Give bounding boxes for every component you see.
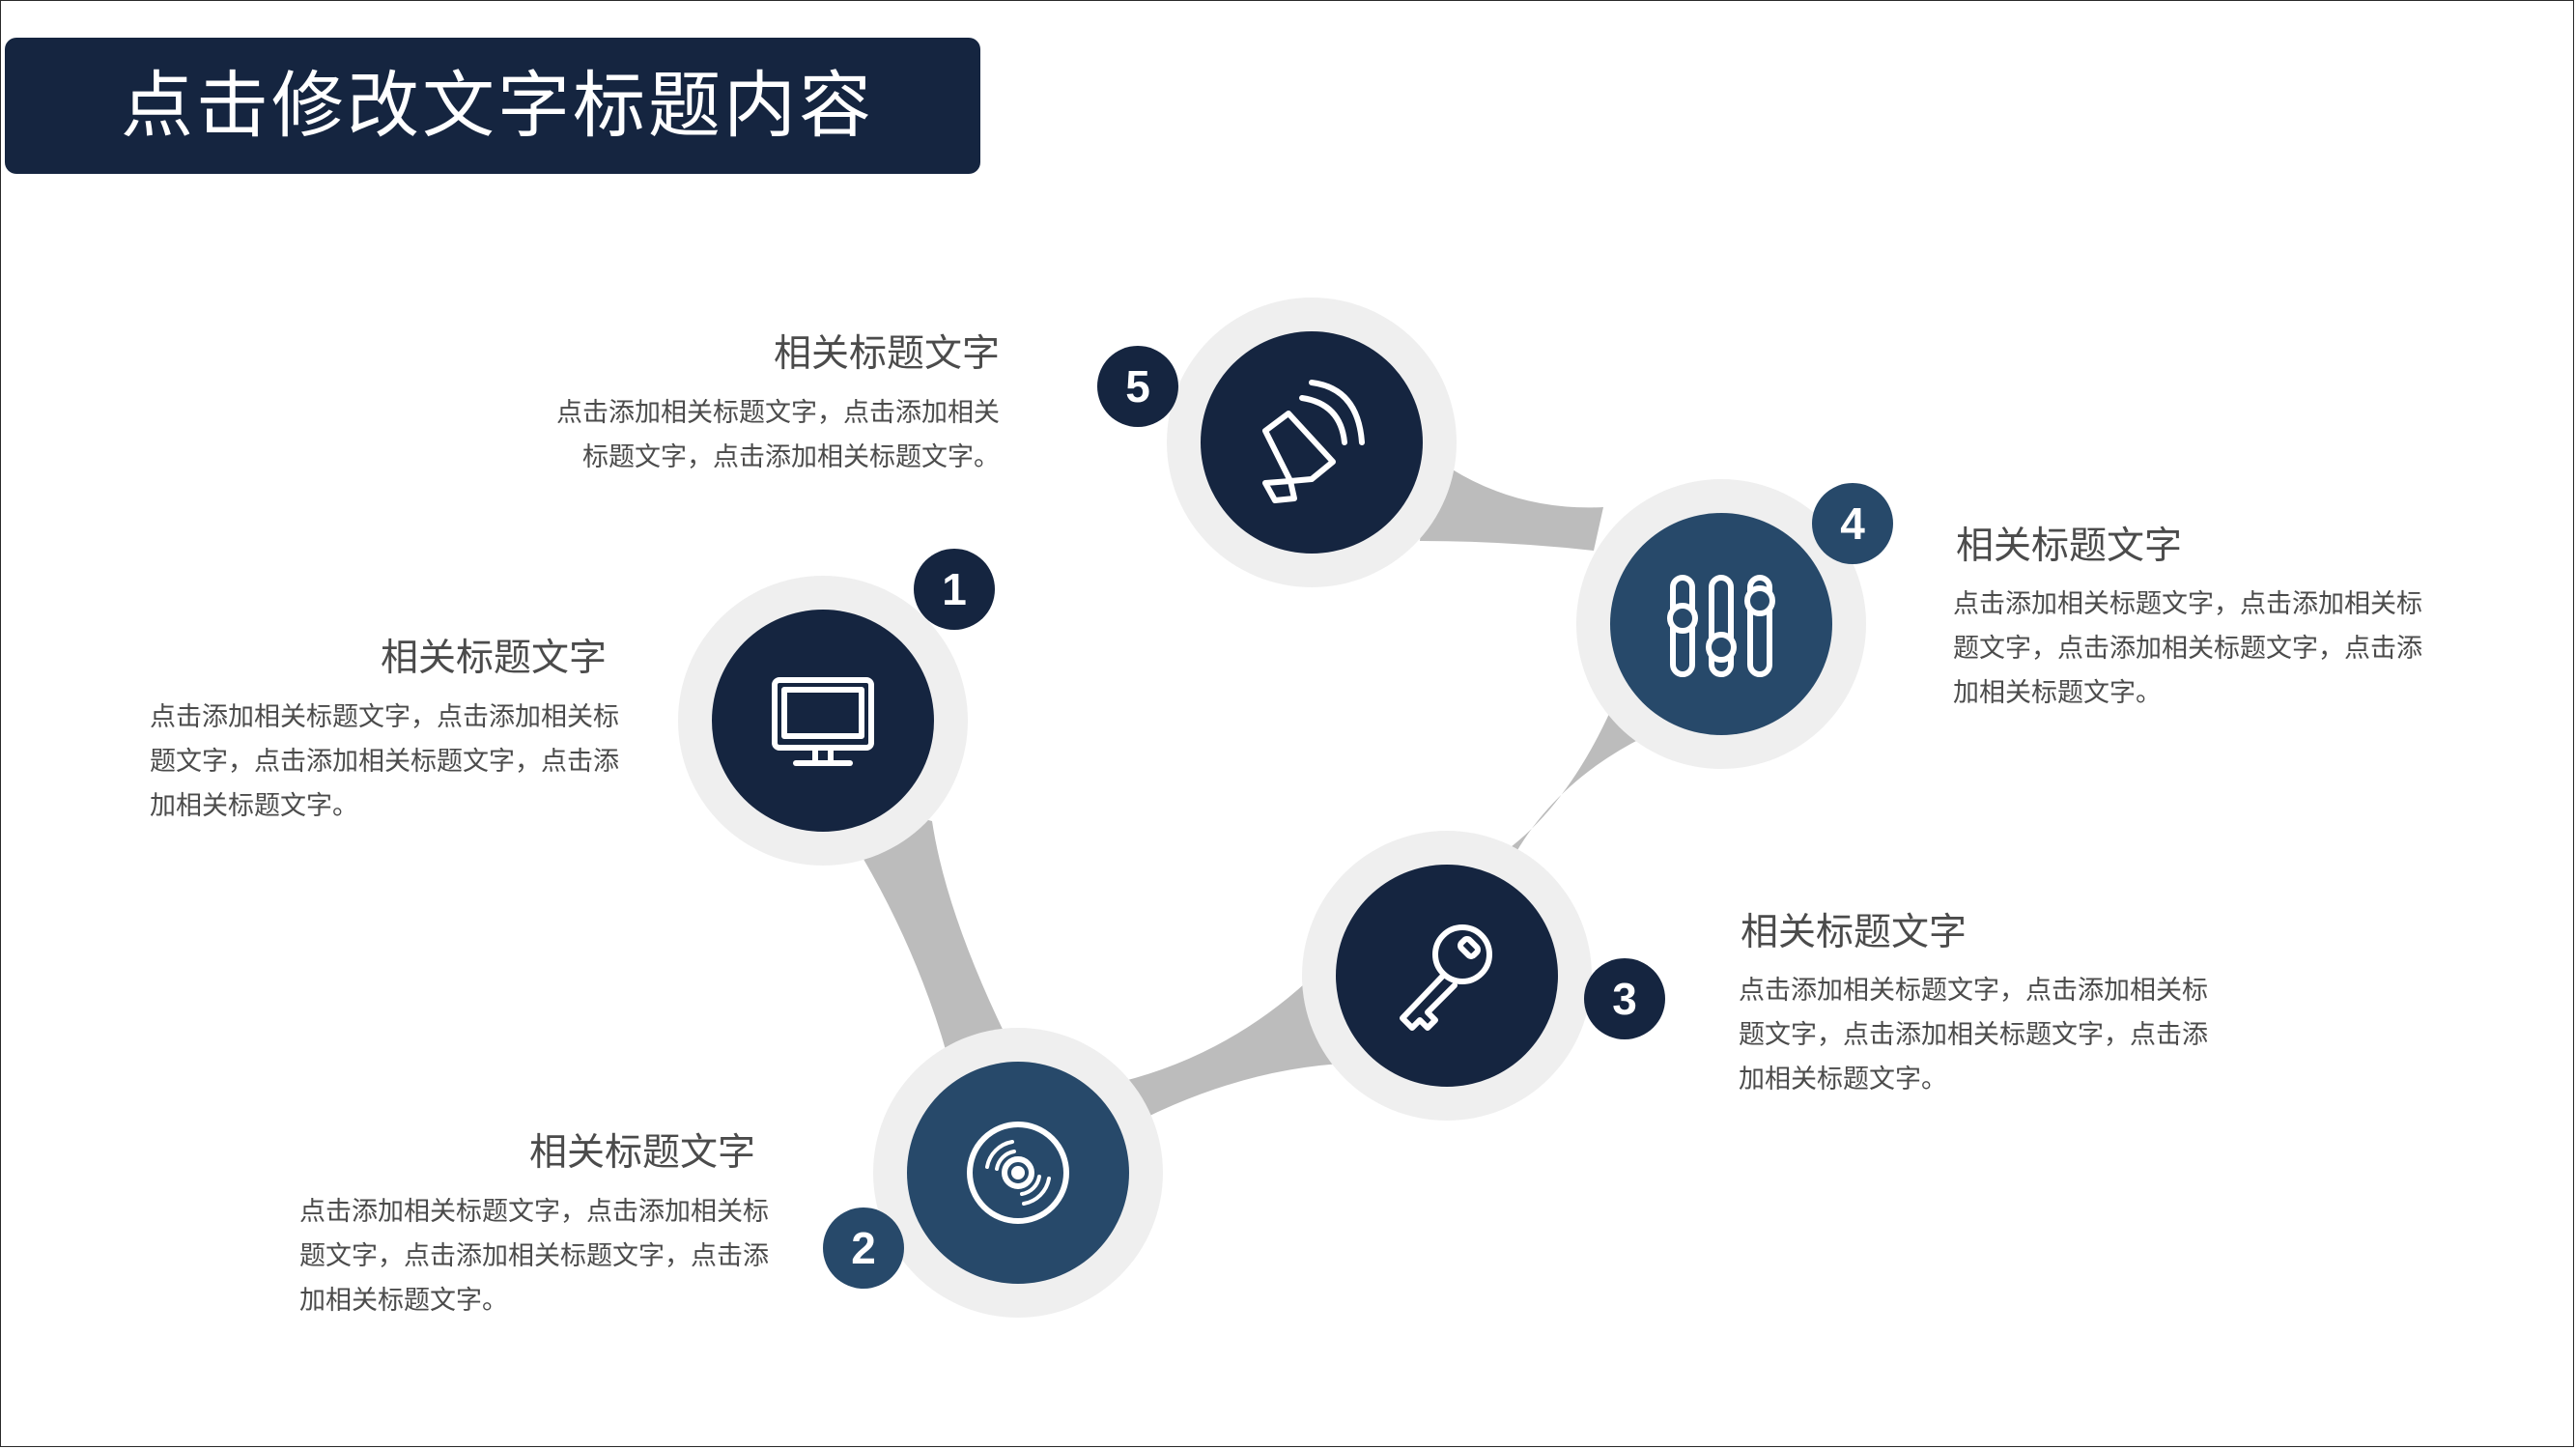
step-5-body: 点击添加相关标题文字，点击添加相关标题文字，点击添加相关标题文字。 bbox=[556, 398, 1000, 472]
monitor-icon bbox=[772, 677, 874, 766]
step-5-heading: 相关标题文字 bbox=[773, 332, 1000, 376]
step-4-badge bbox=[1812, 483, 1893, 564]
step-3-number: 3 bbox=[1612, 974, 1637, 1024]
connector-4-5 bbox=[1420, 454, 1603, 551]
key-icon bbox=[1400, 924, 1492, 1031]
step-1-badge bbox=[914, 549, 995, 630]
speaker-icon bbox=[1262, 380, 1365, 503]
step-3-body: 点击添加相关标题文字，点击添加相关标题文字，点击添加相关标题文字，点击添加相关标… bbox=[1739, 976, 2208, 1094]
sliders-icon bbox=[1667, 575, 1775, 677]
disc-icon bbox=[967, 1122, 1069, 1224]
step-1-number: 1 bbox=[942, 564, 967, 614]
step-4-body: 点击添加相关标题文字，点击添加相关标题文字，点击添加相关标题文字，点击添加相关标… bbox=[1953, 589, 2422, 708]
page-title: 点击修改文字标题内容 bbox=[121, 63, 875, 148]
step-4-heading: 相关标题文字 bbox=[1956, 525, 2183, 568]
step-2-heading: 相关标题文字 bbox=[528, 1131, 755, 1175]
step-5-badge bbox=[1097, 346, 1178, 427]
step-3-heading: 相关标题文字 bbox=[1741, 911, 1967, 954]
step-2-body: 点击添加相关标题文字，点击添加相关标题文字，点击添加相关标题文字，点击添加相关标… bbox=[299, 1197, 769, 1316]
step-1-heading: 相关标题文字 bbox=[380, 637, 607, 680]
step-4-circle bbox=[1610, 513, 1832, 735]
step-1-body: 点击添加相关标题文字，点击添加相关标题文字，点击添加相关标题文字，点击添加相关标… bbox=[150, 702, 619, 821]
step-3-badge bbox=[1584, 958, 1665, 1039]
step-5-number: 5 bbox=[1125, 361, 1150, 412]
step-3-node: 3 bbox=[1302, 831, 1665, 1121]
step-1-circle bbox=[712, 610, 934, 832]
step-4-number: 4 bbox=[1840, 498, 1865, 549]
step-1-node: 1 bbox=[678, 549, 995, 866]
step-2-node: 2 bbox=[823, 1028, 1163, 1318]
step-4-node: 4 bbox=[1576, 479, 1893, 769]
step-2-badge bbox=[823, 1208, 904, 1289]
step-5-node: 5 bbox=[1097, 298, 1457, 587]
step-2-number: 2 bbox=[851, 1223, 876, 1273]
title-bar: 点击修改文字标题内容 bbox=[5, 38, 980, 174]
